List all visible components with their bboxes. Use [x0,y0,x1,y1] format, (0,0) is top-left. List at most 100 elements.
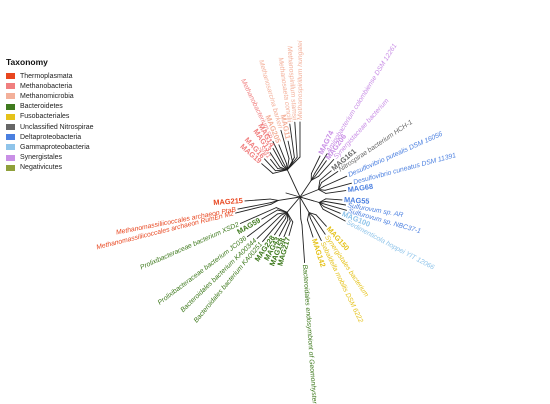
leaf-branch [301,224,306,264]
leaf-branch [325,198,343,201]
mag-leaf-label: MAG215 [213,196,243,207]
leaf-branch [278,144,287,165]
internal-branch [318,185,325,190]
internal-branch [269,198,279,201]
internal-branch [318,189,327,194]
leaf-branch [306,219,314,238]
legend-label: Thermoplasmata [20,72,73,80]
reference-leaf-label: Methanospirillum hungatei [297,40,304,120]
clade-branch [299,189,319,198]
legend-label: Negativicutes [20,164,63,172]
legend-label: Fusobacteriales [20,113,70,121]
leaf-branch [256,214,282,239]
internal-branch [286,156,301,171]
legend-item: Unclassified Nitrospirae [6,122,124,132]
internal-branch [277,211,288,215]
leaf-branch [269,152,281,168]
leaf-branch [325,190,347,194]
internal-branch [270,199,279,204]
tree-branches [235,121,352,264]
legend-swatch [6,134,15,141]
mag-leaf-label: MAG68 [347,182,373,194]
leaf-branch [261,163,274,174]
clade-branch [299,196,310,214]
leaf-branch [310,155,321,175]
leaf-branch [239,207,277,224]
clade-branch [299,196,302,220]
leaf-branch [319,170,332,181]
leaf-branch [312,216,326,235]
legend-swatch [6,103,15,110]
legend-title: Taxonomy [6,57,48,67]
leaf-branch [272,147,283,166]
legend-item: Gammaproteobacteria [6,142,124,152]
internal-branch [306,212,310,221]
legend-swatch [6,144,15,151]
leaf-branch [283,220,291,238]
internal-branch [275,207,288,213]
internal-branch [308,212,314,218]
legend-label: Methanobacteria [20,82,73,90]
clade-branch [286,196,301,213]
leaf-branch [244,198,271,202]
leaf-branch [288,221,294,236]
clade-branch [299,196,320,203]
legend-item: Negativicutes [6,163,124,173]
legend-label: Gammaproteobacteria [20,143,90,151]
leaf-branch [246,213,279,238]
leaf-branch [314,160,327,177]
tree-leaf-labels: Methanomassiliicoccales archaeon RumEn M… [96,40,457,404]
legend-swatch [6,83,15,90]
leaf-branch [289,123,295,158]
legend-label: Synergistales [20,154,63,162]
legend-item: Deltaproteobacteria [6,132,124,142]
leaf-branch [315,214,327,227]
legend-swatch [6,124,15,131]
internal-branch [282,162,288,171]
leaf-branch [318,159,335,177]
leaf-branch [321,171,339,183]
legend-item: Methanobacteria [6,81,124,91]
leaf-branch [325,201,347,206]
legend-item: Methanomicrobia [6,91,124,101]
legend-item: Fusobacteriales [6,112,124,122]
leaf-branch [270,158,279,170]
legend-swatch [6,164,15,171]
leaf-branch [310,218,322,242]
leaf-branch [235,203,272,214]
leaf-branch [278,219,289,237]
clade-branch [277,196,301,201]
reference-leaf-label: Sedimenticola hoppei YIT 12066 [345,219,435,271]
internal-branch [318,202,324,210]
legend-label: Unclassified Nitrospirae [20,123,94,131]
leaf-branch [280,129,290,159]
leaf-branch [237,202,272,210]
internal-branch [308,212,317,216]
reference-leaf-label: Bacteroidales endosymbiont of Geomonhyst… [301,264,319,404]
internal-branch [308,212,311,220]
internal-branch [310,175,320,181]
leaf-branch [264,158,276,172]
clade-branch [299,179,312,198]
internal-branch [286,158,290,171]
legend-swatch [6,73,15,80]
leaf-branch [272,141,284,164]
legend-swatch [6,113,15,120]
leaf-branch [287,140,293,163]
internal-branch [300,218,303,226]
clade-branch [286,169,301,198]
leaf-branch [261,209,278,220]
leaf-branch [294,121,298,158]
leaf-branch [324,182,352,191]
internal-branch [285,211,288,220]
internal-branch [318,182,323,190]
legend-swatch [6,93,15,100]
leaf-branch [324,203,347,211]
internal-branch [279,166,288,171]
legend-label: Methanomicrobia [20,92,74,100]
leaf-branch [323,206,341,214]
legend-label: Bacteroidetes [20,103,63,111]
leaf-branch [274,218,286,236]
